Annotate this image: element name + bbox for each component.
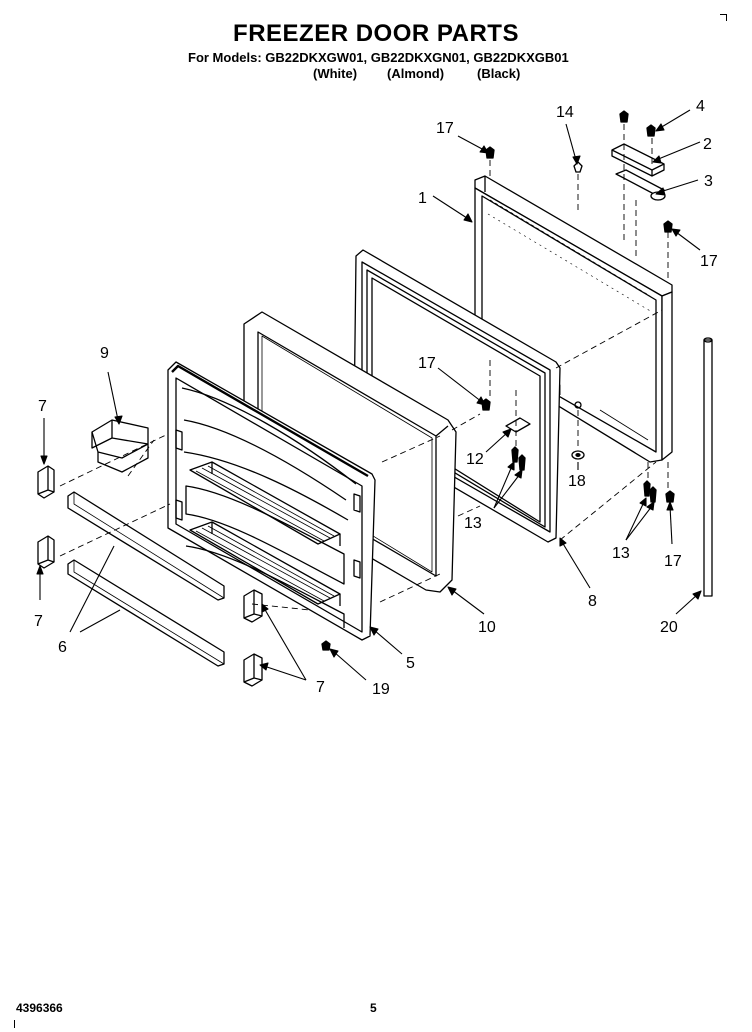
callout-4: 4 (696, 98, 705, 115)
freezer-door-liner (167, 361, 376, 641)
washer-18 (571, 450, 585, 460)
top-bracket-2 (611, 143, 665, 177)
end-cap-2 (37, 535, 55, 569)
color-black: (Black) (477, 66, 521, 81)
plug-14 (573, 161, 583, 173)
page-number: 5 (370, 1001, 377, 1015)
corner-mark (720, 14, 727, 21)
shelf-bar-upper (67, 491, 225, 601)
shelf-bar-lower (67, 559, 225, 667)
callout-10: 10 (478, 619, 496, 636)
screws (321, 110, 675, 651)
corner-mark-bottom (14, 1020, 21, 1028)
callout-13a: 13 (464, 515, 482, 532)
models-line: For Models: GB22DKXGW01, GB22DKXGN01, GB… (188, 50, 569, 65)
hinge-12 (505, 417, 531, 433)
trim-strip (703, 337, 713, 597)
part-number: 4396366 (16, 1001, 63, 1015)
callout-17b: 17 (700, 253, 718, 270)
callout-20: 20 (660, 619, 678, 636)
callout-17d: 17 (664, 553, 682, 570)
callout-17c: 17 (418, 355, 436, 372)
callout-12: 12 (466, 451, 484, 468)
callout-18: 18 (568, 473, 586, 490)
callout-6: 6 (58, 639, 67, 656)
callout-14: 14 (556, 104, 574, 121)
callout-2: 2 (703, 136, 712, 153)
color-almond: (Almond) (387, 66, 445, 81)
color-white: (White) (313, 66, 358, 81)
end-cap-3 (243, 589, 263, 623)
end-cap-4 (243, 653, 263, 687)
callout-7b: 7 (34, 613, 43, 630)
callout-3: 3 (704, 173, 713, 190)
callout-5: 5 (406, 655, 415, 672)
page-title: FREEZER DOOR PARTS (233, 20, 519, 47)
callout-1: 1 (418, 190, 427, 207)
end-cap-1 (37, 465, 55, 499)
callout-7a: 7 (38, 398, 47, 415)
callout-8: 8 (588, 593, 597, 610)
callout-19: 19 (372, 681, 390, 698)
callout-7c: 7 (316, 679, 325, 696)
callout-13b: 13 (612, 545, 630, 562)
door-bracket (91, 419, 149, 473)
hinge-plate-3 (615, 169, 666, 201)
callout-9: 9 (100, 345, 109, 362)
callout-17a: 17 (436, 120, 454, 137)
